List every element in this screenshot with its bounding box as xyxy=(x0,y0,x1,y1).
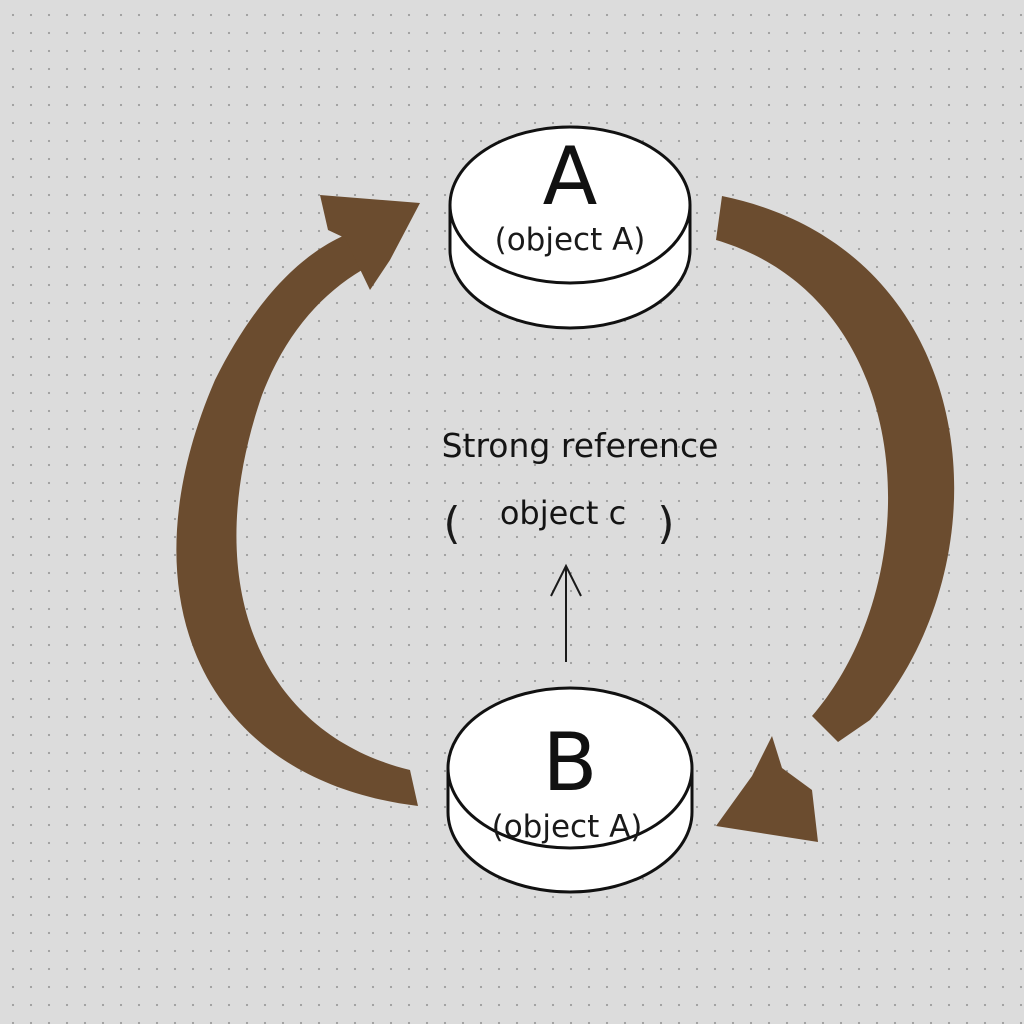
paren-close: ) xyxy=(657,498,674,549)
object-c-label: object c xyxy=(500,494,626,532)
node-b-top xyxy=(446,686,694,850)
right-cycle-arrow-body xyxy=(716,196,955,742)
paren-open: ( xyxy=(443,498,460,549)
reference-arrowhead xyxy=(550,563,582,597)
node-a-top xyxy=(448,125,692,285)
node-a: A (object A) xyxy=(448,125,692,330)
node-a-subtitle: (object A) xyxy=(495,222,646,258)
strong-reference-label: Strong reference xyxy=(442,426,719,465)
left-cycle-arrow-body xyxy=(176,235,418,806)
node-b: B (object A) xyxy=(446,686,694,894)
node-b-letter: B xyxy=(543,716,598,809)
left-cycle-arrowhead xyxy=(320,195,420,290)
node-a-letter: A xyxy=(543,130,598,223)
right-cycle-arrowhead xyxy=(716,736,818,842)
node-b-subtitle: (object A) xyxy=(492,809,643,845)
